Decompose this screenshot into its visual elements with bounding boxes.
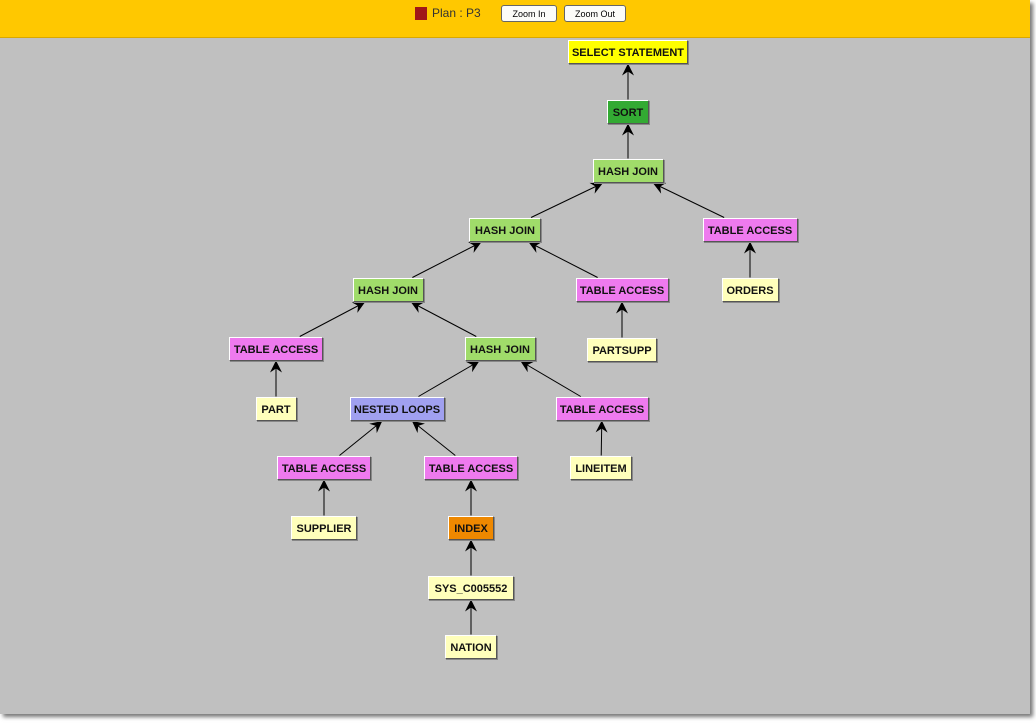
plan-node-lineitem[interactable]: LINEITEM xyxy=(570,455,632,480)
plan-edge-arrow xyxy=(595,420,608,456)
plan-node-sys-c005552[interactable]: SYS_C005552 xyxy=(428,575,514,600)
plan-node-hash-join[interactable]: HASH JOIN xyxy=(469,217,541,242)
plan-label: Plan : P3 xyxy=(432,6,481,20)
plan-node-table-access[interactable]: TABLE ACCESS xyxy=(575,277,669,302)
plan-node-supplier[interactable]: SUPPLIER xyxy=(291,515,357,540)
plan-edge-arrow xyxy=(652,182,725,218)
plan-node-hash-join[interactable]: HASH JOIN xyxy=(352,277,424,302)
plan-edge-arrow xyxy=(411,420,456,456)
plan-node-table-access[interactable]: TABLE ACCESS xyxy=(277,455,371,480)
plan-node-partsupp[interactable]: PARTSUPP xyxy=(587,337,657,362)
plan-node-table-access[interactable]: TABLE ACCESS xyxy=(424,455,518,480)
zoom-out-button[interactable]: Zoom Out xyxy=(564,5,626,22)
plan-color-swatch xyxy=(415,7,427,20)
plan-edge-arrow xyxy=(528,242,598,278)
plan-node-nation[interactable]: NATION xyxy=(445,634,497,659)
plan-node-index[interactable]: INDEX xyxy=(448,515,494,540)
plan-node-part[interactable]: PART xyxy=(255,396,297,421)
plan-edge-arrow xyxy=(339,420,383,456)
plan-edge-arrow xyxy=(410,302,477,337)
plan-edge-arrow xyxy=(299,302,366,337)
plan-node-sort[interactable]: SORT xyxy=(607,99,649,124)
toolbar: Plan : P3 Zoom In Zoom Out xyxy=(0,0,1030,38)
plan-node-table-access[interactable]: TABLE ACCESS xyxy=(555,396,649,421)
plan-node-table-access[interactable]: TABLE ACCESS xyxy=(702,217,798,242)
plan-edge-arrow xyxy=(530,182,603,218)
plan-edge-arrow xyxy=(520,360,582,397)
plan-edge-arrow xyxy=(412,242,482,278)
plan-node-table-access[interactable]: TABLE ACCESS xyxy=(229,336,323,361)
plan-node-hash-join[interactable]: HASH JOIN xyxy=(592,158,664,183)
plan-node-nested-loops[interactable]: NESTED LOOPS xyxy=(349,396,445,421)
plan-edge-arrow xyxy=(418,360,480,397)
plan-node-orders[interactable]: ORDERS xyxy=(721,277,779,302)
plan-node-select-statement[interactable]: SELECT STATEMENT xyxy=(568,39,688,64)
zoom-in-button[interactable]: Zoom In xyxy=(501,5,557,22)
plan-node-hash-join[interactable]: HASH JOIN xyxy=(464,336,536,361)
